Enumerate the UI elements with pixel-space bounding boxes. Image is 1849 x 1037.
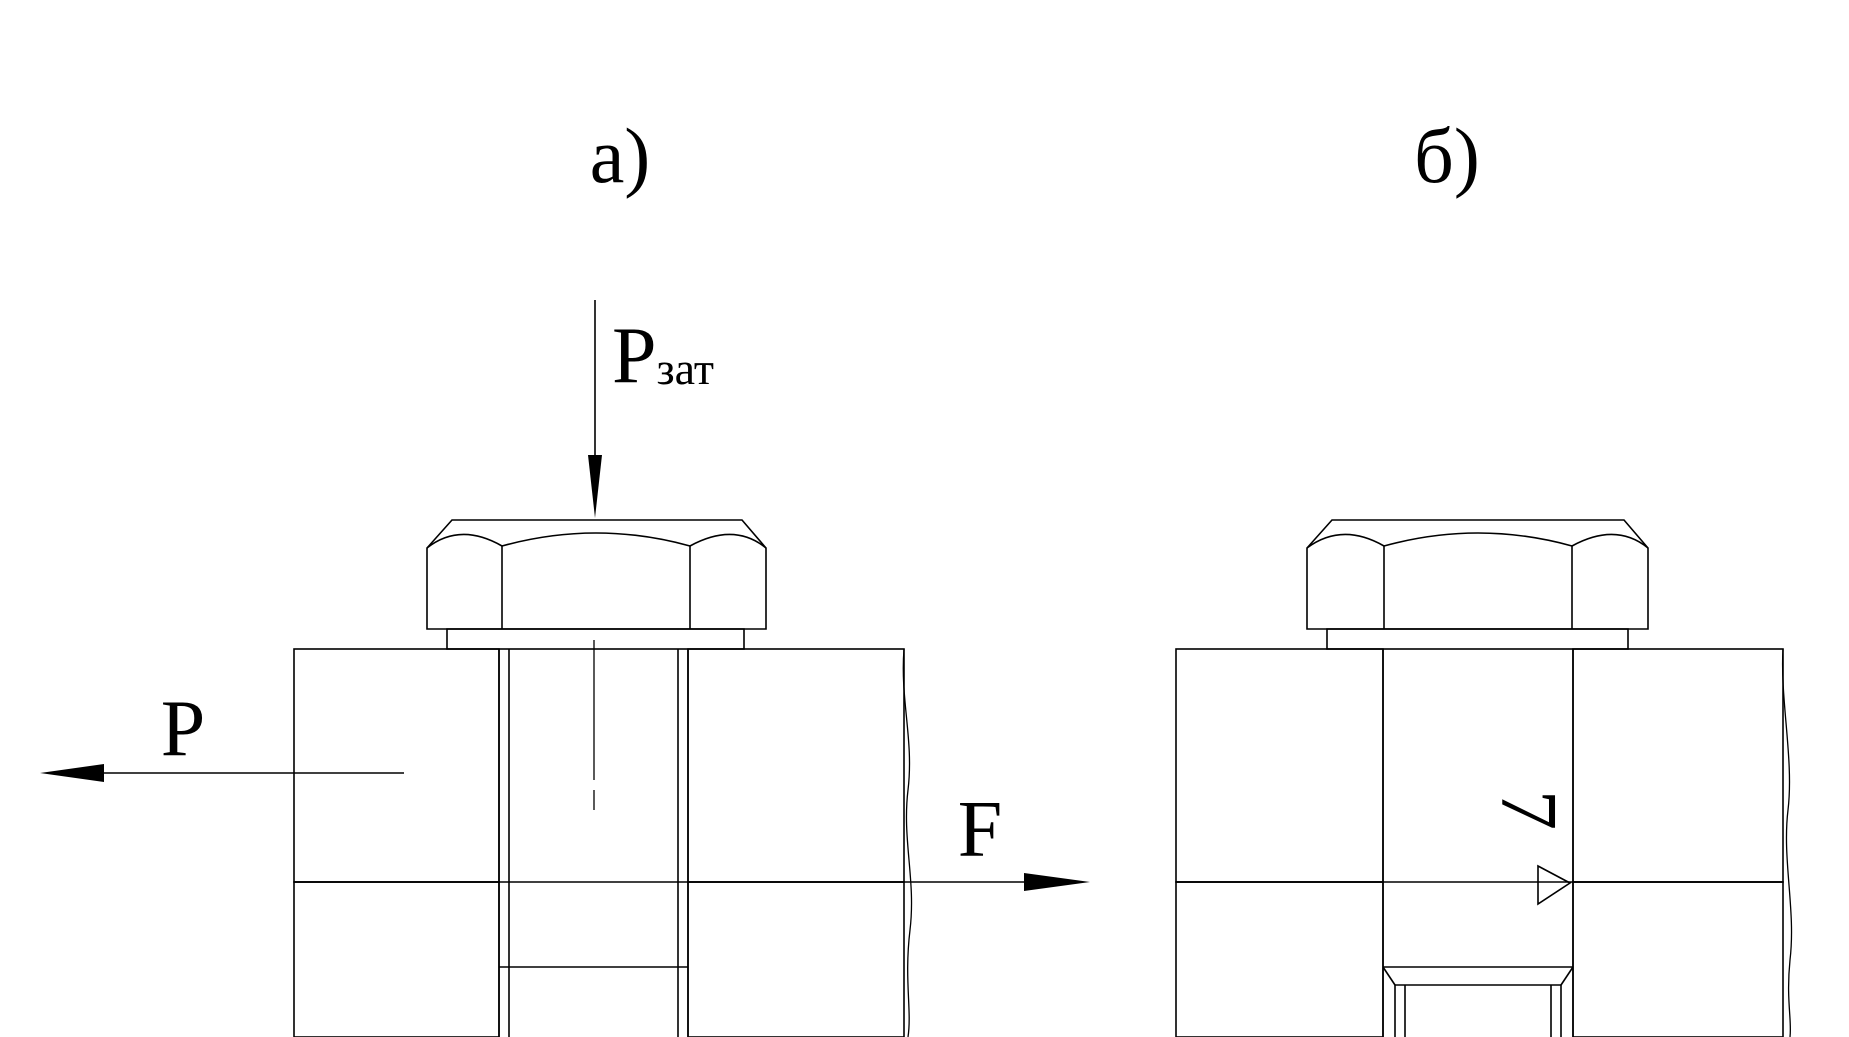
upper-plate-left bbox=[293, 648, 500, 883]
panel-b-label: б) bbox=[1414, 112, 1480, 199]
bolt-head bbox=[426, 519, 767, 630]
friction-label: F bbox=[958, 786, 1003, 874]
upper-plate-right-b bbox=[1572, 648, 1784, 883]
friction-arrow bbox=[904, 873, 1090, 891]
fit-mark-label: 7 bbox=[1484, 790, 1572, 830]
break-line-right-b bbox=[1781, 648, 1793, 1037]
panel-b: б) bbox=[1175, 112, 1793, 1037]
preload-arrow bbox=[588, 300, 602, 518]
panel-a-label: а) bbox=[590, 112, 651, 199]
side-load-arrow bbox=[40, 764, 404, 782]
washer-b bbox=[1326, 628, 1629, 650]
upper-plate-left-b bbox=[1175, 648, 1384, 883]
preload-label: Pзат bbox=[612, 312, 714, 400]
break-line-right bbox=[902, 648, 913, 1037]
panel-a: а) bbox=[40, 112, 1090, 1037]
bolt-shank bbox=[294, 640, 904, 1037]
fit-mark bbox=[1537, 864, 1572, 906]
washer bbox=[446, 628, 745, 650]
lower-plate-right-b bbox=[1572, 881, 1784, 1037]
lower-plate-left-b bbox=[1175, 881, 1384, 1037]
lower-plate-right bbox=[687, 881, 905, 1037]
side-load-label: P bbox=[161, 685, 206, 773]
fitted-bolt-shank bbox=[1176, 649, 1783, 1037]
bolt-head-b bbox=[1306, 519, 1649, 630]
upper-plate-right bbox=[687, 648, 905, 883]
lower-plate-left bbox=[293, 881, 500, 1037]
